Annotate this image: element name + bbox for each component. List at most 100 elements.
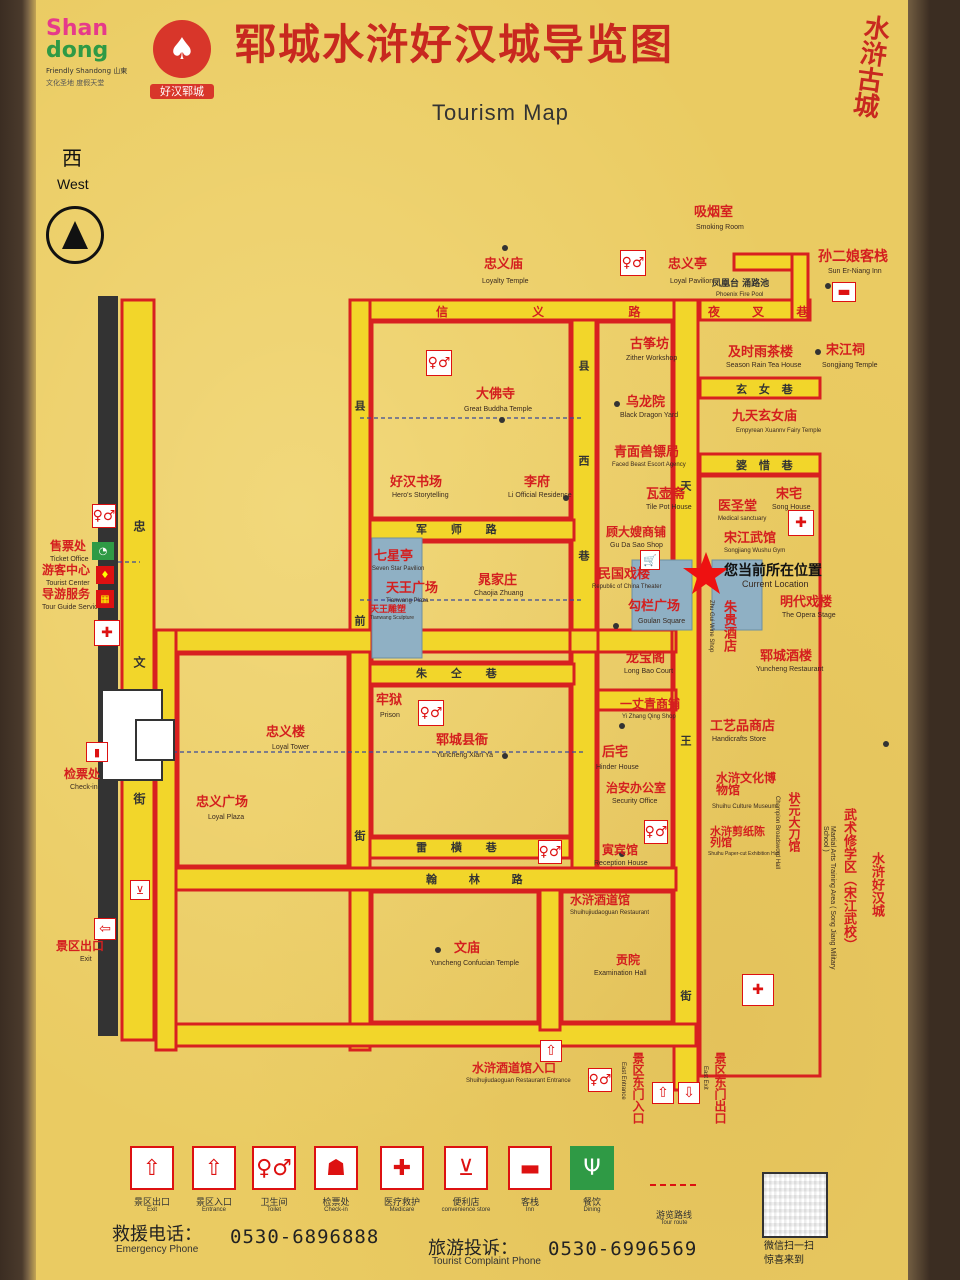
legend-entrance-icon: ⇧ [192, 1146, 236, 1190]
block-east-b [698, 474, 822, 1078]
map-panel: Shan dong Friendly Shandong 山東 文化圣地 度假天堂… [36, 0, 908, 1280]
place-zither-en: Zither Workshop [626, 355, 678, 362]
place-exam-hall: 贡院 [616, 953, 641, 967]
place-gudasao-en: Gu Da Sao Shop [610, 542, 663, 549]
place-goulan-en: Goulan Square [638, 618, 686, 625]
place-east-entrance: 景区东门入口 [631, 1052, 645, 1124]
page-subtitle: Tourism Map [432, 100, 569, 125]
place-smoking-room-en: Smoking Room [696, 224, 744, 231]
place-guide-service-en: Tour Guide Service [42, 604, 102, 611]
place-song-house-en: Song House [772, 504, 811, 511]
place-tianwang-sculpture: 天王雕塑 [370, 605, 407, 615]
tourist-center-icon: ◔ [92, 542, 114, 560]
place-songjiang-temple-en: Songjiang Temple [822, 362, 878, 369]
legend-toilet-icon: ♀♂ [252, 1146, 296, 1190]
road-west-main [120, 298, 156, 1042]
place-prison: 牢狱 [376, 693, 403, 708]
legend-route-icon [650, 1184, 696, 1186]
legend-dining-en: Dining [583, 1207, 601, 1213]
place-buddha-en: Great Buddha Temple [464, 406, 532, 413]
place-guide-service: 导游服务 [42, 587, 91, 601]
road-inn-side [790, 252, 810, 322]
place-confucian: 文庙 [454, 941, 481, 956]
place-exam-hall-en: Examination Hall [594, 970, 647, 977]
place-escort-en: Faced Beast Escort Agency [612, 462, 686, 468]
exit-icon: ⇦ [94, 918, 116, 940]
legend-route-label: 游览路线 [655, 1211, 692, 1221]
toilet-icon: ♀♂ [418, 700, 444, 726]
place-yamen: 郓城县衙 [436, 733, 489, 748]
shandong-logo-sub: 文化圣地 度假天堂 [46, 79, 105, 87]
place-loyalty-temple-en: Loyalty Temple [482, 278, 529, 285]
place-tianwang-plaza-en: Tianwang Plaza [386, 598, 429, 604]
compass-cn: 西 [62, 146, 82, 170]
place-black-dragon: 乌龙院 [626, 395, 666, 410]
road-south [154, 1022, 698, 1048]
block-wenmiao [370, 890, 540, 1024]
legend-exit-en: Exit [146, 1207, 157, 1213]
place-yizhangqing-en: Yi Zhang Qing Shop [622, 714, 676, 720]
legend-checkin-icon: ☗ [314, 1146, 358, 1190]
place-security: 治安办公室 [606, 781, 667, 795]
place-li-residence: 李府 [524, 475, 551, 490]
place-ticket-office: 售票处 [50, 539, 87, 553]
place-buddha: 大佛寺 [476, 387, 516, 402]
road-xuanwu [698, 376, 822, 400]
legend-entrance-label: 景区入口 [195, 1198, 232, 1208]
place-checkin-en: Check-in [70, 784, 98, 791]
place-loyal-plaza-en: Loyal Plaza [208, 814, 245, 821]
place-opera-stage-en: The Opera Stage [782, 612, 836, 619]
place-sun-inn-en: Sun Er-Niang Inn [828, 268, 882, 275]
place-longbao-en: Long Bao Court [624, 668, 674, 675]
place-song-house: 宋宅 [776, 487, 803, 502]
place-yuncheng-restaurant: 郓城酒楼 [760, 649, 813, 664]
checkin-icon: ▮ [86, 742, 108, 762]
road-poxi [698, 452, 822, 476]
place-confucian-en: Yuncheng Confucian Temple [430, 960, 519, 967]
place-sun-inn: 孙二娘客栈 [818, 249, 888, 265]
place-xuannv: 九天玄女庙 [732, 409, 798, 424]
bed-icon: ▬ [832, 282, 856, 302]
legend-medical-icon: ✚ [380, 1146, 424, 1190]
place-opera-stage: 明代戏楼 [780, 595, 833, 610]
city-wall [98, 296, 118, 1036]
ticket-icon: ▦ [96, 590, 114, 608]
place-storytelling-en: Hero's Storytelling [392, 492, 449, 499]
road-hanlin [154, 866, 678, 892]
toilet-icon: ♀♂ [620, 250, 646, 276]
road-east-mid [594, 688, 678, 712]
plaza-qixing [371, 537, 423, 659]
place-papercut-en: Shuihu Paper-cut Exhibition Hall [708, 851, 780, 857]
legend-inn-en: Inn [525, 1207, 535, 1213]
place-loyal-pavilion: 忠义亭 [668, 257, 708, 272]
place-storytelling: 好汉书场 [390, 475, 443, 490]
place-phoenix: 凤凰台 涌路池 [712, 279, 770, 289]
shopping-cart-icon: 🛒 [640, 550, 660, 570]
place-jiudao-en: Shuihujiudaoguan Restaurant [570, 910, 650, 916]
road-label-xinyi: 信 义 路 [436, 305, 681, 319]
road-label-junshi: 军 师 路 [416, 523, 507, 536]
road-label-zhuquan: 朱 仝 巷 [416, 667, 507, 680]
compass-en: West [57, 176, 89, 192]
place-checkin: 检票处 [64, 767, 101, 781]
road-zhuquan2 [368, 662, 576, 686]
legend-toilet-label: 卫生间 [260, 1198, 288, 1208]
place-jiudao-entrance: 水浒酒道馆入口 [472, 1061, 557, 1075]
toilet-icon: ♀♂ [92, 504, 116, 528]
legend-dining-label: 餐饮 [582, 1198, 601, 1208]
place-songjiang-temple: 宋江祠 [826, 343, 866, 358]
legend-dining-icon: Ψ [570, 1146, 614, 1190]
place-loyal-pavilion-en: Loyal Pavilion [670, 278, 714, 285]
place-tile-pot-en: Tile Pot House [646, 504, 692, 511]
place-east-exit: 景区东门出口 [713, 1052, 727, 1124]
place-yizhangqing: 一丈青商铺 [620, 697, 681, 711]
shandong-logo-text: Friendly Shandong 山東 [46, 67, 128, 75]
place-museum: 水浒文化博物馆 [716, 771, 777, 797]
place-roc-theater: 民国戏楼 [598, 567, 651, 582]
place-tourist-center: 游客中心 [42, 563, 91, 577]
entrance-icon: ⇧ [652, 1082, 674, 1104]
medical-cross-icon: ✚ [788, 510, 814, 536]
wall-gate [101, 689, 175, 781]
place-broadsword-en: Champion Broadsword Hall [774, 796, 780, 870]
place-hinder-house: 后宅 [602, 745, 629, 760]
